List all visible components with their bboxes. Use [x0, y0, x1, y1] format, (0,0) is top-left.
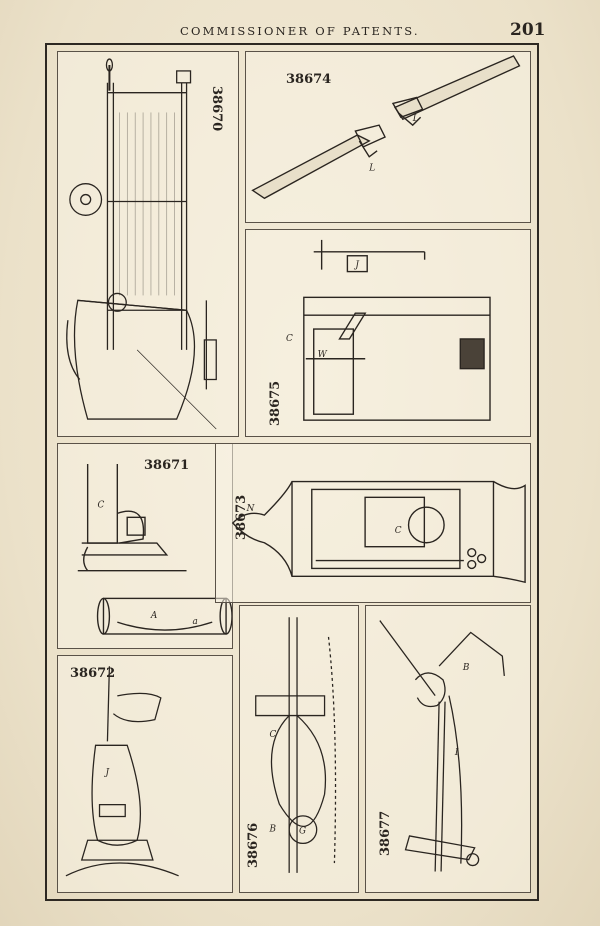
svg-text:C: C: [270, 730, 277, 740]
figure-38677: B I 38677: [365, 605, 531, 893]
svg-text:C: C: [395, 526, 402, 536]
bracket-illustration-38674: L L: [251, 55, 521, 200]
patent-number-38671: 38671: [144, 458, 190, 473]
svg-text:L: L: [368, 164, 375, 174]
svg-text:a: a: [192, 617, 197, 627]
svg-text:L: L: [412, 114, 419, 124]
patent-number-38670: 38670: [209, 86, 224, 132]
svg-text:J: J: [353, 261, 359, 271]
stove-illustration-38675: W J C: [286, 239, 491, 421]
figure-38671: C A a 38671: [57, 443, 233, 649]
heater-illustration-38673: N C: [231, 480, 526, 584]
figure-38674: L L 38674: [245, 51, 531, 223]
figure-38670: 38670: [57, 51, 239, 437]
plow-illustration-38676: C B G: [255, 617, 337, 873]
figure-38675: W J C 38675: [245, 229, 531, 437]
svg-text:A: A: [150, 611, 157, 621]
lever-illustration-38677: B I: [379, 620, 505, 872]
patent-number-38673: 38673: [234, 494, 249, 540]
patent-number-38675: 38675: [268, 380, 283, 426]
figure-38672: J 38672: [57, 655, 233, 893]
patent-number-38676: 38676: [246, 822, 261, 868]
svg-text:C: C: [286, 334, 293, 344]
page-number: 201: [510, 20, 546, 40]
svg-text:I: I: [454, 748, 459, 758]
svg-text:C: C: [98, 500, 105, 510]
patent-number-38674: 38674: [286, 72, 332, 87]
figure-plate-frame: 38670 L L 38674: [45, 43, 539, 901]
figure-38676: C B G 38676: [239, 605, 359, 893]
patent-number-38672: 38672: [70, 666, 116, 681]
roller-illustration-38671: C A a: [77, 463, 232, 635]
svg-text:W: W: [318, 350, 328, 360]
svg-text:N: N: [246, 504, 256, 514]
patent-number-38677: 38677: [378, 810, 393, 856]
figure-38673: N C 38673: [215, 443, 531, 603]
svg-text:B: B: [462, 663, 470, 673]
lamp-illustration-38672: J: [65, 666, 179, 877]
machine-illustration-38670: [66, 58, 217, 430]
svg-text:J: J: [103, 768, 109, 778]
svg-text:B: B: [269, 825, 277, 835]
page-header: COMMISSIONER OF PATENTS. 201: [0, 20, 600, 42]
svg-text:G: G: [299, 827, 306, 837]
running-head: COMMISSIONER OF PATENTS.: [180, 24, 420, 38]
